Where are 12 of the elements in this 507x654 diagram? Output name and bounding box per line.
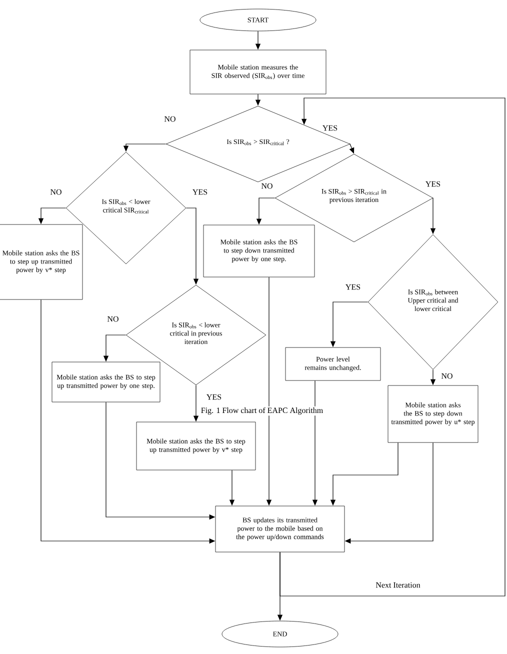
edge-label: YES: [344, 283, 362, 291]
edge-label: Next Iteration: [374, 581, 422, 589]
edge-label: NO: [260, 182, 274, 190]
edge-label: NO: [440, 372, 454, 380]
edge-label: NO: [163, 115, 177, 123]
edge-label: YES: [191, 188, 209, 196]
edge-label: YES: [205, 393, 223, 401]
figure-caption: Fig. 1 Flow chart of EAPC Algorithm: [200, 406, 324, 416]
edge-label: NO: [49, 188, 63, 196]
arrow: [280, 98, 506, 596]
edge-label: NO: [106, 315, 120, 323]
edge-label: YES: [321, 124, 339, 132]
